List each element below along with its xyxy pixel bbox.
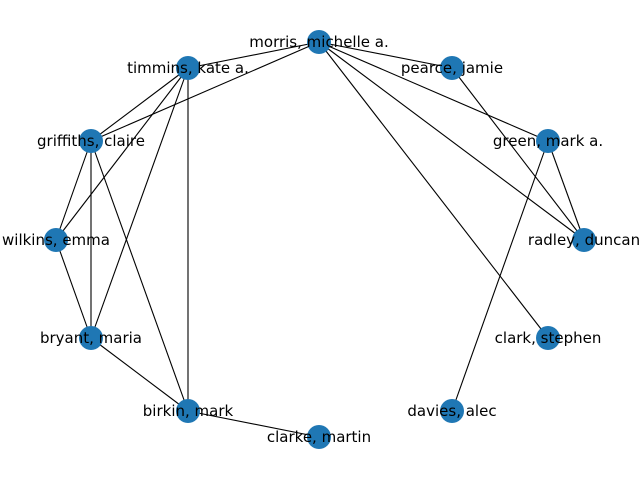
node-clark [536, 326, 560, 350]
edge-timmins-griffiths [90, 67, 189, 142]
edge-green-davies [451, 140, 549, 412]
edge-bryant-birkin [90, 337, 189, 412]
node-label-griffiths: griffiths, claire [37, 132, 145, 150]
node-label-wilkins: wilkins, emma [2, 231, 110, 249]
node-wilkins [44, 228, 68, 252]
node-label-bryant: bryant, maria [40, 329, 142, 347]
edge-morris-green [318, 41, 549, 142]
node-birkin [176, 399, 200, 423]
edge-timmins-bryant [90, 67, 189, 339]
node-bryant [79, 326, 103, 350]
node-label-morris: morris, michelle a. [249, 33, 388, 51]
node-morris [307, 30, 331, 54]
node-label-pearce: pearce, jamie [401, 59, 503, 77]
labels-layer: morris, michelle a. pearce, jamie green, m… [2, 33, 640, 446]
node-label-timmins: timmins, kate a. [127, 59, 249, 77]
node-pearce [440, 56, 464, 80]
node-griffiths [79, 129, 103, 153]
edge-griffiths-birkin [90, 140, 189, 412]
edge-morris-radley [318, 41, 585, 241]
node-radley [572, 228, 596, 252]
node-label-clark: clark, stephen [495, 329, 602, 347]
node-label-birkin: birkin, mark [143, 402, 234, 420]
edge-green-radley [547, 140, 585, 241]
edge-morris-griffiths [90, 41, 320, 142]
node-label-davies: davies, alec [407, 402, 496, 420]
edges-layer [55, 41, 585, 438]
node-label-green: green, mark a. [493, 132, 603, 150]
nodes-layer [44, 30, 596, 449]
edge-timmins-wilkins [55, 67, 189, 241]
edge-griffiths-wilkins [55, 140, 92, 241]
edge-birkin-clarke [187, 410, 320, 438]
edge-wilkins-bryant [55, 239, 92, 339]
edge-morris-timmins [187, 41, 320, 69]
node-label-radley: radley, duncan [528, 231, 640, 249]
node-green [536, 129, 560, 153]
edge-morris-pearce [318, 41, 453, 69]
edge-morris-clark [318, 41, 549, 339]
node-timmins [176, 56, 200, 80]
node-davies [440, 399, 464, 423]
edge-pearce-radley [451, 67, 585, 241]
node-clarke [307, 425, 331, 449]
node-label-clarke: clarke, martin [267, 428, 371, 446]
